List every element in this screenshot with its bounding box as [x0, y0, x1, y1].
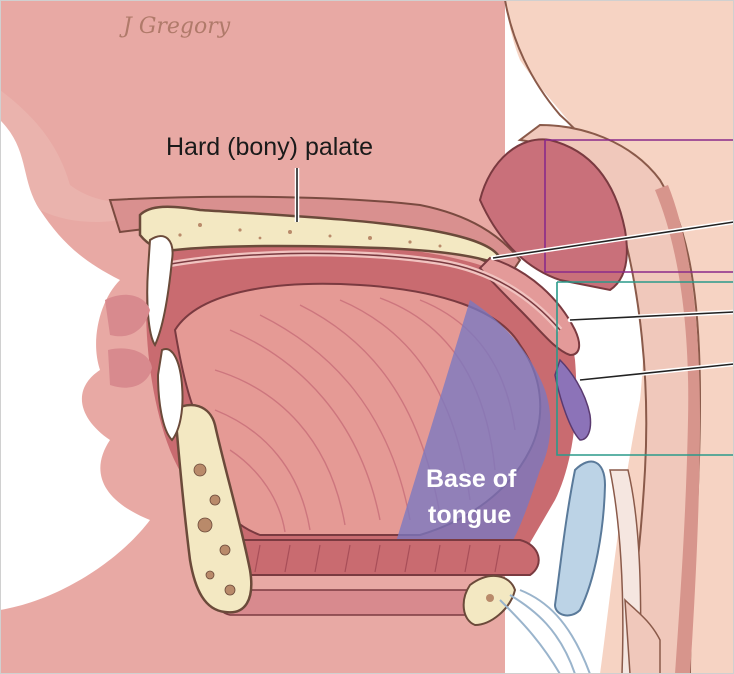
label-base-of-tongue-line1: Base of — [426, 465, 517, 493]
signature: J Gregory — [119, 14, 231, 39]
label-base-of-tongue-line2: tongue — [428, 501, 511, 529]
label-hard-palate: Hard (bony) palate — [166, 133, 373, 161]
